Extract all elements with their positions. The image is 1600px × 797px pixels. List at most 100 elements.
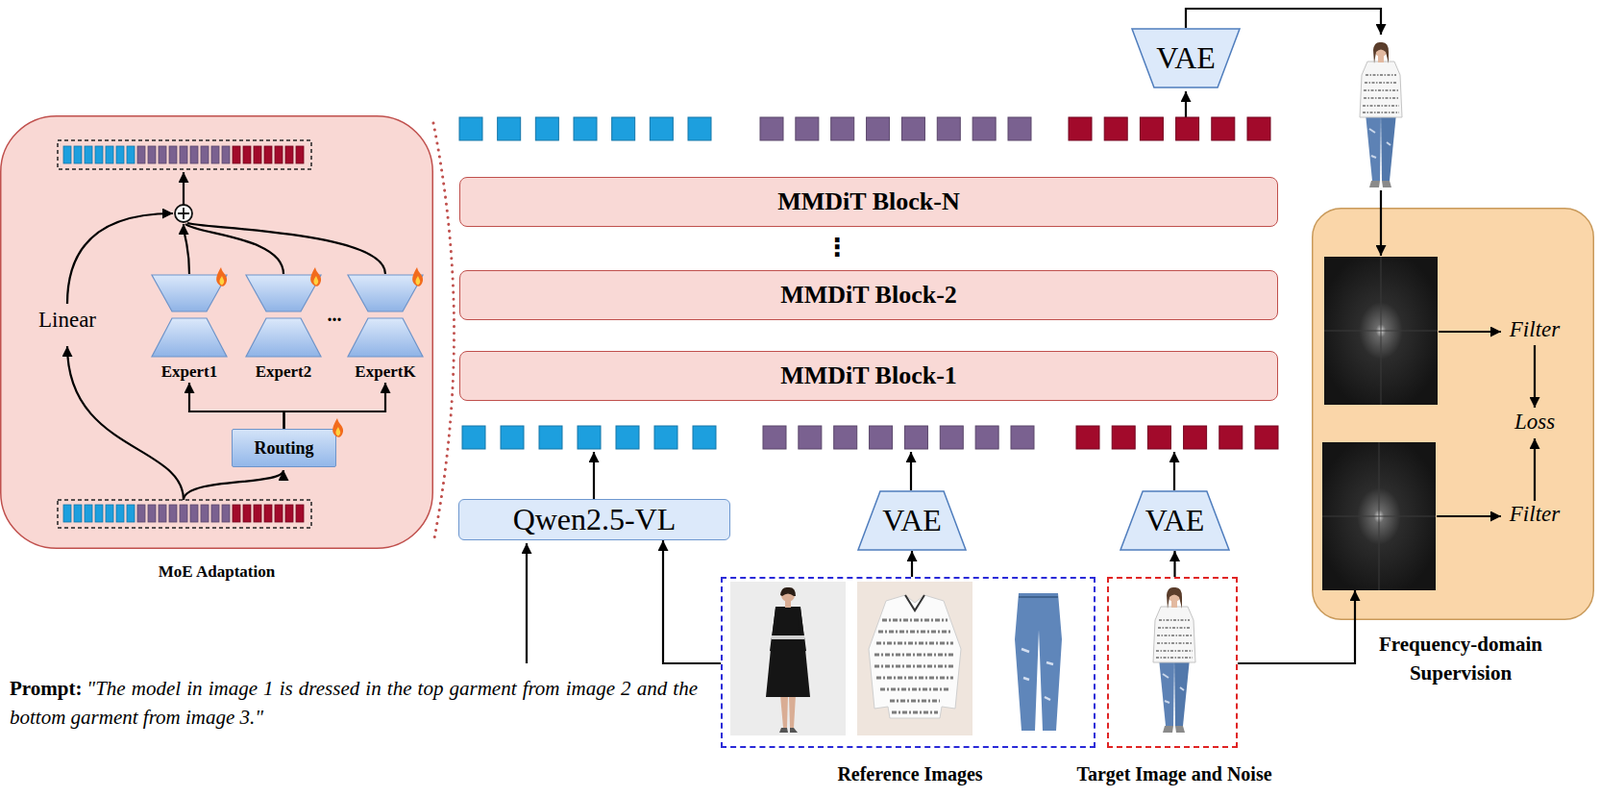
token-square [577,425,601,449]
token-square [264,504,272,522]
reference-photo [857,581,973,736]
token-square [200,146,209,164]
node-text: Expert2 [255,362,313,381]
vertical-ellipsis: ⋮ [824,232,850,262]
linear-label: Linear [38,307,97,332]
node-text: MoE Adaptation [158,562,275,582]
token-square [936,117,960,141]
token-square [295,504,304,522]
token-square [95,146,103,164]
flame-outer [332,418,344,438]
token-square [1211,117,1235,141]
expert-shape [346,273,424,358]
spectrum-image [1322,442,1436,591]
output-photo [1323,36,1439,191]
token-square [221,504,230,522]
token-square [84,146,93,164]
token-square [497,117,521,141]
token-square [1111,425,1135,449]
connector [1173,550,1176,577]
token-square [285,146,294,164]
expert-upper [246,274,321,312]
reference-group: Reference Images [720,576,1096,748]
routing-box: Routing [231,428,337,468]
token-square [243,504,251,522]
expert-shape [245,273,322,358]
expert-lower [246,318,321,357]
token-square [105,504,114,522]
token-square [1008,117,1032,141]
flame-inner [335,426,341,436]
token-square [831,117,855,141]
token-square [539,425,563,449]
token-square [1255,425,1279,449]
sum-sign [177,207,190,220]
label-holder: Reference Images [722,763,1098,786]
token-square [158,504,167,522]
arrow [525,542,528,664]
label-holder: Filter [1497,317,1573,343]
token-square [253,146,262,164]
expert-block: Expert1 [150,273,228,383]
expert-block: ExpertK [346,273,424,383]
token-square [253,504,262,522]
token-square [1183,425,1207,449]
flame-outer [412,267,423,287]
label-holder: MoE Adaptation [0,562,434,582]
label-holder: Frequency-domain Supervision [1364,629,1557,688]
token-square [179,504,188,522]
arrow [1379,190,1382,256]
trainable-flame [310,267,321,287]
token-square [760,117,784,141]
token-square [179,146,188,164]
trapezoid-shape [858,491,966,550]
node-text: Routing [253,438,314,459]
token-square [535,117,559,141]
token-square [459,117,483,141]
main-arrows [526,8,1535,664]
node-text: VAE [1156,40,1216,76]
trainable-flame [412,267,423,287]
token-square [137,146,146,164]
spectrum-image [1324,256,1438,405]
token-square [211,146,220,164]
token-square [73,146,82,164]
token-square [795,117,819,141]
expert-block: Expert2 [245,273,322,383]
label-holder: Linear [26,307,108,333]
expert-lower [347,318,423,357]
node-text: Reference Images [836,763,983,786]
node-text: Qwen2.5-VL [513,501,677,538]
token-square [1176,117,1200,141]
token-square [1247,117,1271,141]
token-square [1139,117,1163,141]
reference-photo [730,581,846,736]
token-square [866,117,890,141]
arrow [1436,515,1502,517]
expert-upper [151,274,227,312]
token-square [116,146,124,164]
filter-label: Filter [1509,501,1560,526]
token-square [126,146,135,164]
token-square [612,117,636,141]
token-square [169,146,177,164]
expert-lower [151,318,227,357]
node-text: ExpertK [354,362,416,381]
token-square [190,146,198,164]
token-square [95,504,103,522]
node-text: Frequency-domain Supervision [1364,629,1557,688]
filter-label: Filter [1509,317,1560,342]
arrow [910,451,912,491]
qwen-encoder: Qwen2.5-VL [458,498,731,541]
flame-outer [216,267,227,287]
expert-shape [150,273,228,358]
expert-upper [347,274,423,312]
label-holder: ... [323,303,345,326]
mmdit-block: MMDiT Block-2 [459,270,1279,320]
token-square [137,504,146,522]
token-square [84,504,93,522]
token-square [63,504,72,522]
token-square [232,146,241,164]
token-square [1076,425,1100,449]
